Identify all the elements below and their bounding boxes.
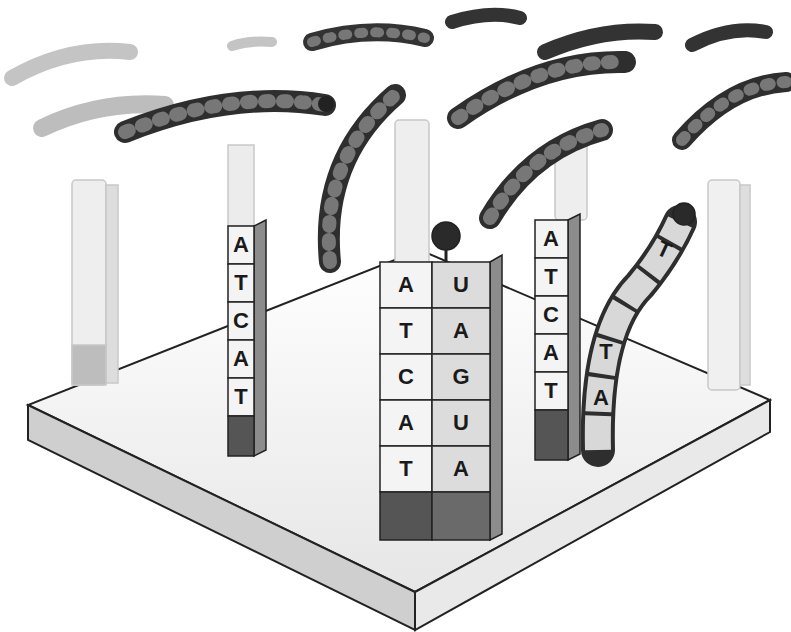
nucleotide-letter: U <box>446 411 476 435</box>
nucleotide-letter: T <box>536 379 566 403</box>
nucleotide-letter: U <box>446 273 476 297</box>
nucleotide-letter: A <box>446 457 476 481</box>
nucleotide-letter: T <box>226 271 256 295</box>
nucleotide-letter: C <box>391 365 421 389</box>
nucleotide-letter: T <box>391 319 421 343</box>
nucleotide-letter: A <box>536 227 566 251</box>
nucleotide-letter: A <box>446 319 476 343</box>
nucleotide-letter: A <box>536 341 566 365</box>
nucleotide-letter: T <box>645 233 682 267</box>
nucleotide-letter: C <box>226 309 256 333</box>
nucleotide-letter: A <box>391 411 421 435</box>
nucleotide-letter: A <box>226 233 256 257</box>
hybridized-probe <box>380 222 502 540</box>
nucleotide-letter: C <box>536 303 566 327</box>
chip-plate <box>28 250 770 630</box>
nucleotide-letter: T <box>536 265 566 289</box>
nucleotide-letter: A <box>226 347 256 371</box>
nucleotide-letter: A <box>586 386 616 410</box>
nucleotide-letter: A <box>391 273 421 297</box>
nucleotide-letter: T <box>391 457 421 481</box>
nucleotide-letter: G <box>446 365 476 389</box>
nucleotide-letter: T <box>226 385 256 409</box>
nucleotide-letter: T <box>591 340 621 364</box>
binding-probe <box>535 203 695 460</box>
